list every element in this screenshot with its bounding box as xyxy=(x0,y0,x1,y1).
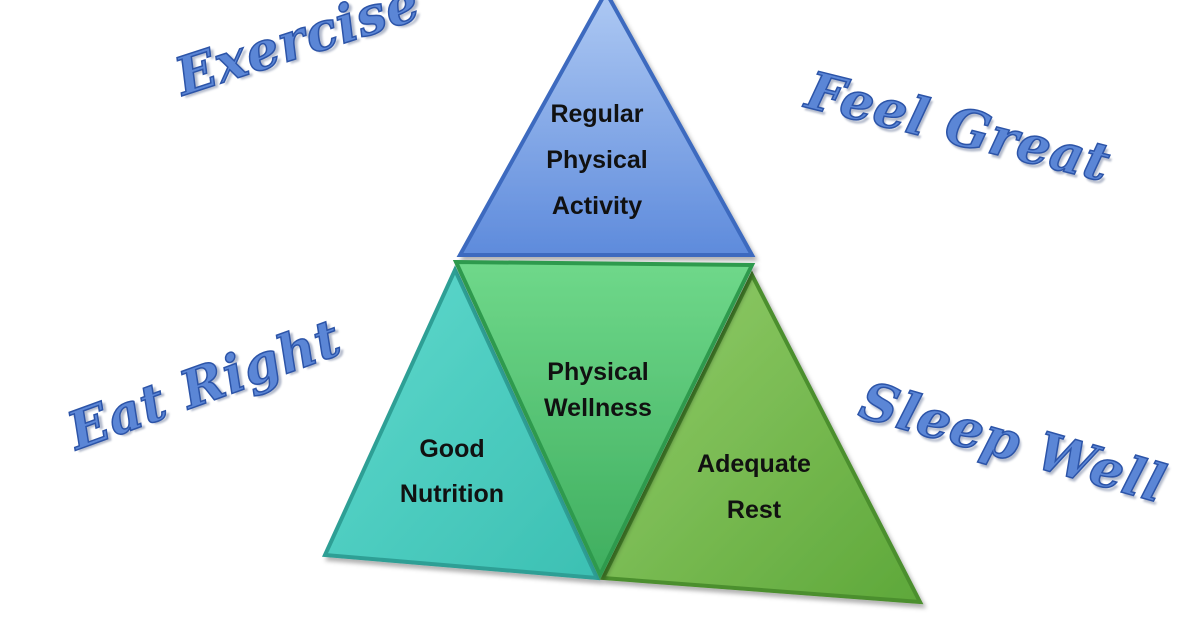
right-triangle-label-line-1: Adequate xyxy=(697,450,811,478)
center-triangle-label-line-1: Physical xyxy=(547,358,648,386)
left-triangle-label-line-2: Nutrition xyxy=(400,480,504,508)
center-triangle: Physical Wellness xyxy=(452,259,756,580)
left-triangle: Good Nutrition xyxy=(322,265,601,581)
center-triangle-label-line-2: Wellness xyxy=(544,394,652,422)
right-triangle: Adequate Rest xyxy=(599,270,924,605)
top-triangle-label-line-1: Regular xyxy=(550,100,643,128)
right-triangle-label-line-2: Rest xyxy=(727,496,782,524)
top-triangle-label-line-3: Activity xyxy=(552,192,642,220)
top-triangle: Regular Physical Activity xyxy=(456,0,756,257)
top-triangle-label-line-2: Physical xyxy=(546,146,647,174)
left-triangle-label-line-1: Good xyxy=(419,435,484,463)
